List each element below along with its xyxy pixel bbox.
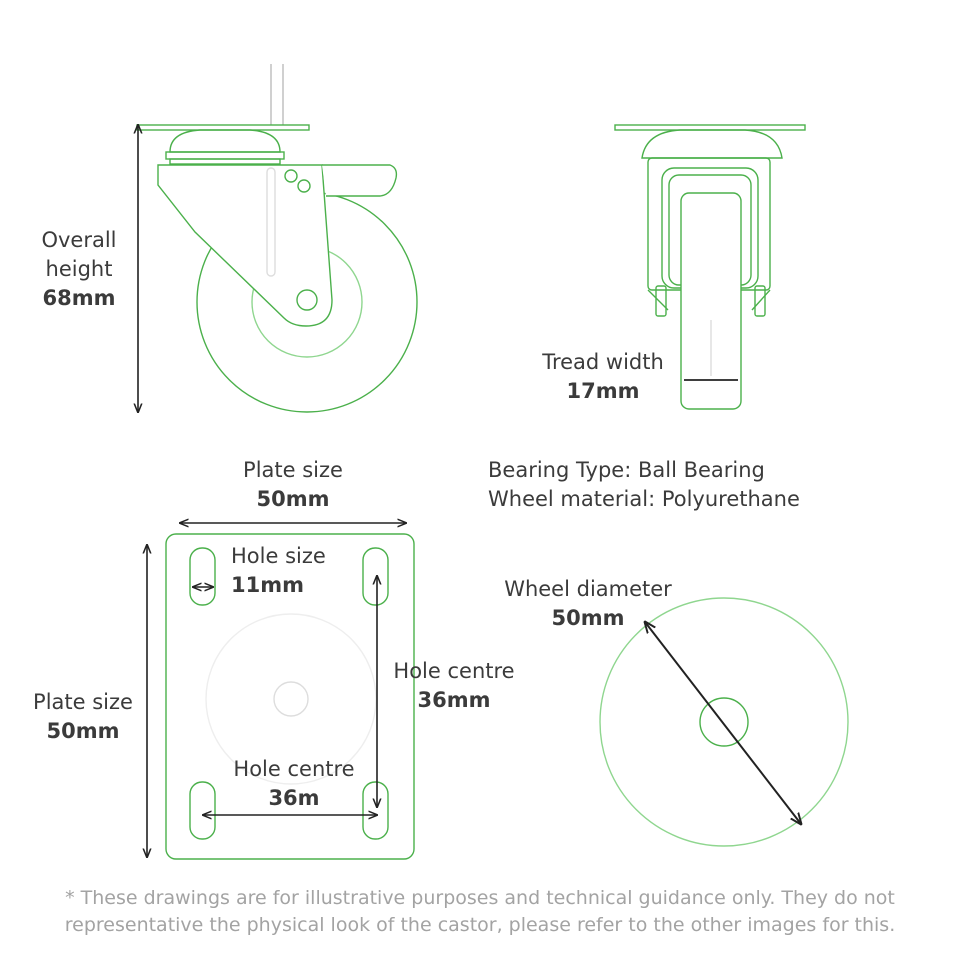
plate-dimensions [147,523,406,857]
side-view-castor [136,64,418,413]
plate-size-width-label: Plate size 50mm [243,458,343,511]
tread-width-label: Tread width 17mm [542,350,664,403]
wheel-diameter-label: Wheel diameter 50mm [504,577,672,630]
wheel-side-view [599,597,849,847]
wheel-diameter-dimension [645,622,801,824]
specifications: Bearing Type: Ball Bearing Wheel materia… [488,456,800,514]
top-plate-view [165,533,415,860]
disclaimer-footnote: * These drawings are for illustrative pu… [64,887,896,936]
overall-height-label: Overall height 68mm [41,228,117,310]
hole-size-label: Hole size 11mm [231,544,326,597]
bearing-type: Bearing Type: Ball Bearing [488,458,765,482]
plate-size-height-label: Plate size 50mm [33,690,133,743]
hole-centre-vertical-label: Hole centre 36mm [393,659,515,712]
hole-centre-horizontal-label: Hole centre 36m [233,757,355,810]
front-view-castor [614,124,806,410]
wheel-material: Wheel material: Polyurethane [488,487,800,511]
